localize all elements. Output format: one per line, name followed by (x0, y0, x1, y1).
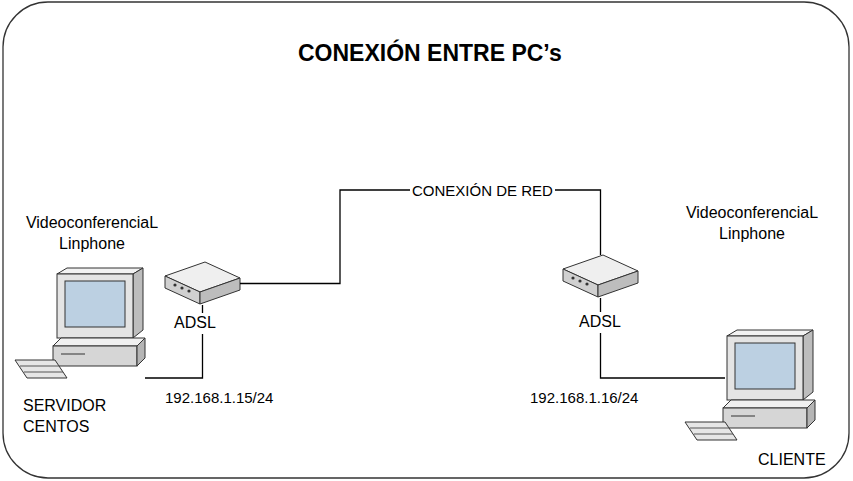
adsl-modem-icon (563, 255, 638, 297)
software-label: VideoconferenciaL Linphone (17, 213, 167, 255)
link-label: 192.168.1.16/24 (528, 389, 640, 406)
network-link (601, 298, 726, 378)
link-label: CONEXIÓN DE RED (410, 182, 555, 199)
diagram-title: CONEXIÓN ENTRE PC’s (298, 40, 562, 67)
client-computer-icon (685, 330, 815, 440)
adsl-modem-icon (165, 262, 240, 304)
client-computer: VideoconferenciaL LinphoneCLIENTE (725, 328, 817, 440)
link-label: 192.168.1.15/24 (163, 389, 275, 406)
frame-outline (3, 2, 849, 478)
device-label: ADSL (579, 312, 621, 333)
adsl-modem: ADSL (165, 262, 240, 305)
software-label: VideoconferenciaL Linphone (677, 203, 827, 245)
computer-name: CLIENTE (758, 450, 826, 471)
server-computer: VideoconferenciaL LinphoneSERVIDOR CENTO… (15, 268, 145, 380)
network-link (240, 190, 601, 284)
device-label: ADSL (174, 313, 216, 334)
computer-name: SERVIDOR CENTOS (23, 396, 118, 438)
server-computer-icon (15, 268, 145, 378)
adsl-modem: ADSL (563, 255, 638, 298)
